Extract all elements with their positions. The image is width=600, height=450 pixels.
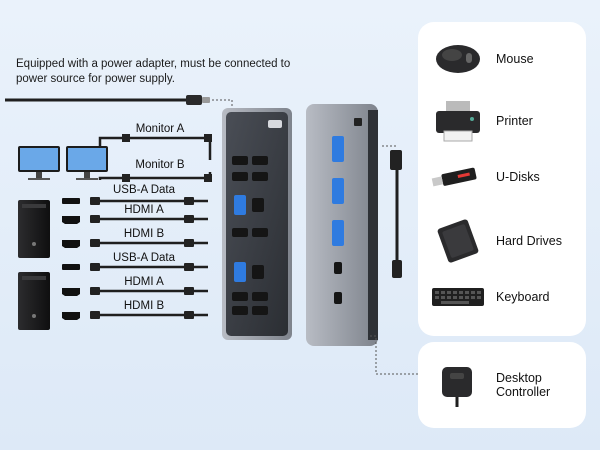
cable-label-usb-a-data-2: USB-A Data [113,252,175,264]
power-note: Equipped with a power adapter, must be c… [16,58,291,85]
pc-cables [90,197,208,319]
controller-connector [370,335,438,375]
pc-port-icons [62,198,80,320]
computer-2-icon [18,272,50,330]
usb-drive-icon [431,167,477,187]
device-printer: Printer [418,96,586,146]
power-adapter-cable [5,95,233,128]
desktop-controller-icon [442,367,472,407]
cable-label-hdmi-b-1: HDMI B [123,228,165,240]
printer-icon [436,101,480,142]
device-desktop-controller: Desktop Controller [418,360,586,410]
device-keyboard: Keyboard [418,272,586,322]
device-label-printer: Printer [496,114,533,128]
desktop-controller-card: Desktop Controller [418,342,586,428]
device-u-disks: U-Disks [418,152,586,202]
device-mouse: Mouse [418,34,586,84]
cable-label-monitor-b: Monitor B [135,159,185,171]
cable-label-hdmi-b-2: HDMI B [123,300,165,312]
device-label-u-disks: U-Disks [496,170,540,184]
cable-label-monitor-a: Monitor A [135,123,185,135]
computer-1-icon [18,200,50,258]
monitor-a-icon [18,146,60,180]
mouse-icon [436,45,480,73]
device-label-hard-drives: Hard Drives [496,234,562,248]
keyboard-icon [432,288,484,306]
peripheral-devices-card: Mouse Printer U-Disks Hard Drives [418,22,586,336]
monitor-b-icon [66,146,108,180]
usb-cable-right [382,145,402,278]
cable-label-hdmi-a-1: HDMI A [124,204,164,216]
cable-label-usb-a-data-1: USB-A Data [113,184,175,196]
cable-label-hdmi-a-2: HDMI A [124,276,164,288]
kvm-switch-front [222,108,292,340]
device-label-keyboard: Keyboard [496,290,550,304]
device-label-desktop-controller: Desktop Controller [496,371,551,399]
device-label-mouse: Mouse [496,52,534,66]
hard-drive-icon [437,219,479,263]
kvm-switch-back [306,104,378,346]
device-hard-drives: Hard Drives [418,216,586,266]
